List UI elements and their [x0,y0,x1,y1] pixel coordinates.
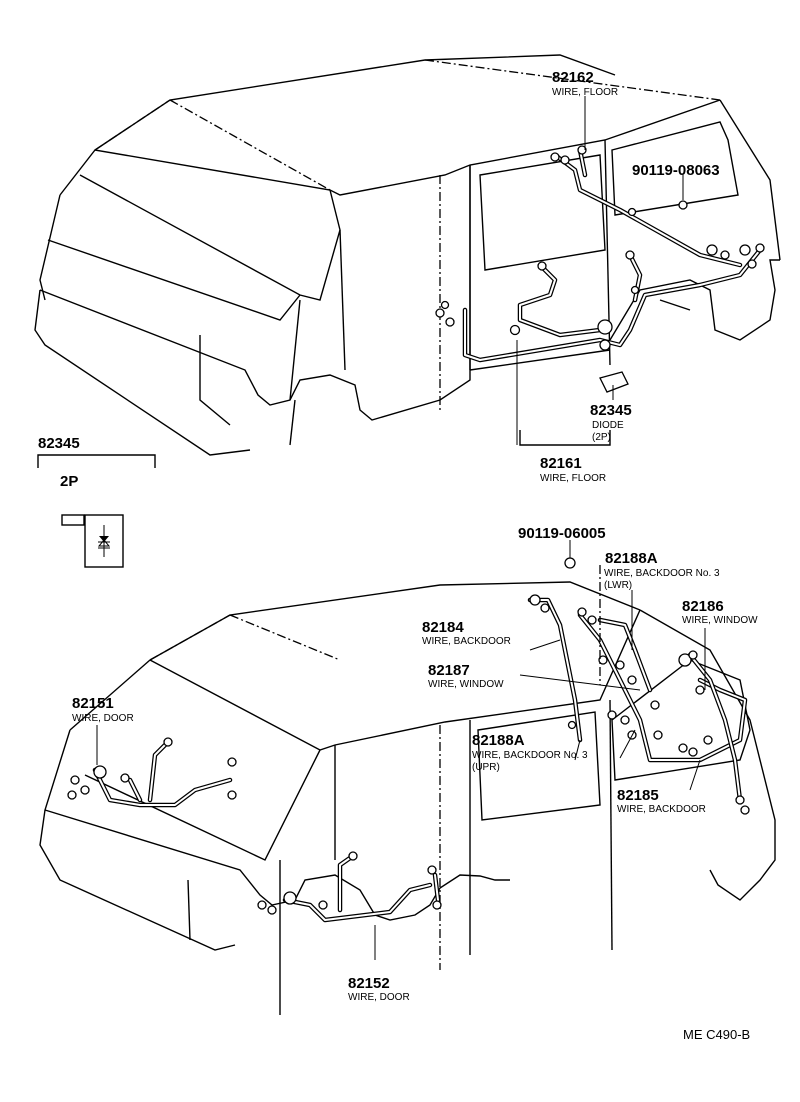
label-82152: 82152 WIRE, DOOR [348,975,410,1003]
part-number: 82161 [540,455,582,472]
part-description: WIRE, BACKDOOR No. 3 [604,568,720,579]
part-description: WIRE, BACKDOOR [617,804,706,815]
label-82161: 82161 WIRE, FLOOR [540,455,606,484]
figure-code: ME C490-B [683,1027,750,1042]
top-van-body [34,54,781,456]
part-number: 82188A [472,732,525,749]
part-number: 82188A [605,550,658,567]
bottom-leaders [96,540,706,960]
label-82185: 82185 WIRE, BACKDOOR [617,787,706,815]
label-82184: 82184 WIRE, BACKDOOR [422,619,511,647]
part-description: WIRE, FLOOR [540,473,606,484]
inset-labels: 82345 2P [38,435,80,490]
part-description: DIODE [592,420,624,431]
inset-connector-type: 2P [60,473,78,490]
part-number: 90119-06005 [518,525,606,542]
part-number: 82185 [617,787,659,804]
part-number: 82187 [428,662,470,679]
label-82187: 82187 WIRE, WINDOW [428,662,504,690]
top-harness [435,145,765,393]
part-description: WIRE, WINDOW [682,615,758,626]
part-number: 82184 [422,619,464,636]
part-number: 82152 [348,975,390,992]
inset-part-number: 82345 [38,435,80,452]
part-description: WIRE, BACKDOOR No. 3 [472,750,588,761]
label-82162: 82162 WIRE, FLOOR [552,69,618,98]
part-description: WIRE, FLOOR [552,87,618,98]
part-number: 82151 [72,695,114,712]
part-number: 82186 [682,598,724,615]
label-82345-diode: 82345 DIODE (2P) [590,402,632,443]
connector-spec: (2P) [592,432,611,443]
part-description: WIRE, WINDOW [428,679,504,690]
inset-82345 [37,454,156,568]
part-description: WIRE, DOOR [348,992,410,1003]
part-description: WIRE, DOOR [72,713,134,724]
part-position: (LWR) [604,580,632,591]
top-leaders [516,96,684,445]
label-90119-06005: 90119-06005 [518,525,606,542]
label-90119-08063: 90119-08063 [632,162,720,179]
bottom-harness [67,557,750,923]
label-82186: 82186 WIRE, WINDOW [682,598,758,626]
part-description: WIRE, BACKDOOR [422,636,511,647]
part-position: (UPR) [472,762,500,773]
label-82151: 82151 WIRE, DOOR [72,695,134,724]
label-82188A-upr: 82188A WIRE, BACKDOOR No. 3 (UPR) [472,732,588,773]
part-number: 90119-08063 [632,162,720,179]
part-number: 82345 [590,402,632,419]
label-82188A-lwr: 82188A WIRE, BACKDOOR No. 3 (LWR) [604,550,720,591]
part-number: 82162 [552,69,594,86]
